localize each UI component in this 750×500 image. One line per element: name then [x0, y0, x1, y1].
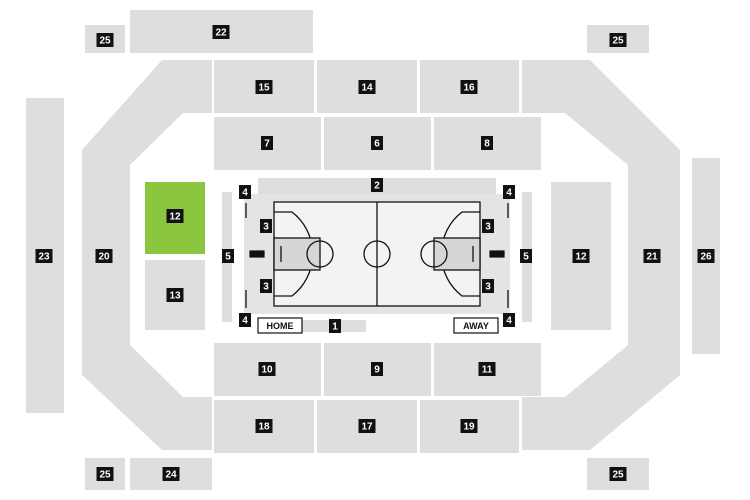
- section-number: 14: [361, 83, 373, 94]
- free-throw-circle-left: [306, 240, 334, 268]
- section-label-s5b: 5: [520, 249, 532, 263]
- section-number: 1: [332, 322, 338, 333]
- basketball-court: [244, 194, 510, 314]
- home-bench-label: HOME: [267, 321, 294, 331]
- section-label-s25d: 25: [609, 467, 627, 481]
- section-21[interactable]: [522, 60, 680, 450]
- section-label-s2: 2: [371, 178, 383, 192]
- section-label-s7: 7: [261, 136, 273, 150]
- section-label-s3b: 3: [260, 279, 272, 293]
- section-label-s19: 19: [460, 419, 478, 433]
- baseline-marker-left: [249, 250, 265, 258]
- section-number: 4: [242, 188, 248, 199]
- section-label-s3c: 3: [482, 219, 494, 233]
- section-number: 7: [264, 139, 270, 150]
- section-label-s3a: 3: [260, 219, 272, 233]
- section-label-s20: 20: [95, 249, 113, 263]
- section-number: 9: [374, 365, 380, 376]
- section-label-s24: 24: [162, 467, 180, 481]
- section-label-s5a: 5: [222, 249, 234, 263]
- section-number: 13: [169, 291, 181, 302]
- section-number: 16: [463, 83, 475, 94]
- section-number: 2: [374, 181, 380, 192]
- section-20[interactable]: [82, 60, 212, 450]
- section-label-s17: 17: [358, 419, 376, 433]
- section-number: 3: [485, 282, 491, 293]
- center-circle: [363, 240, 391, 268]
- section-label-s21: 21: [643, 249, 661, 263]
- section-number: 5: [523, 252, 529, 263]
- section-label-s15: 15: [255, 80, 273, 94]
- section-label-s12a: 12: [166, 209, 184, 223]
- section-label-s8: 8: [481, 136, 493, 150]
- section-number: 25: [99, 470, 111, 481]
- section-number: 12: [575, 252, 587, 263]
- section-label-s25b: 25: [609, 33, 627, 47]
- section-label-s9: 9: [371, 362, 383, 376]
- section-label-s4a: 4: [239, 185, 251, 199]
- section-number: 25: [99, 36, 111, 47]
- free-throw-circle-right: [420, 240, 448, 268]
- baseline-marker-right: [489, 250, 505, 258]
- section-number: 6: [374, 139, 380, 150]
- section-label-s3d: 3: [482, 279, 494, 293]
- section-label-s18: 18: [255, 419, 273, 433]
- section-number: 4: [506, 188, 512, 199]
- section-number: 5: [225, 252, 231, 263]
- section-number: 23: [38, 252, 50, 263]
- section-label-s4b: 4: [239, 313, 251, 327]
- section-number: 8: [484, 139, 490, 150]
- section-label-s12b: 12: [572, 249, 590, 263]
- section-label-s11: 11: [478, 362, 496, 376]
- section-number: 4: [242, 316, 248, 327]
- away-bench-label: AWAY: [463, 321, 489, 331]
- away-bench: AWAY: [453, 317, 499, 334]
- section-label-s23: 23: [35, 249, 53, 263]
- section-label-s25c: 25: [96, 467, 114, 481]
- section-number: 25: [612, 470, 624, 481]
- section-number: 3: [263, 282, 269, 293]
- section-label-s14: 14: [358, 80, 376, 94]
- section-number: 11: [482, 365, 493, 376]
- section-label-s26: 26: [697, 249, 715, 263]
- section-label-s22: 22: [212, 25, 230, 39]
- section-number: 26: [700, 252, 712, 263]
- section-number: 3: [263, 222, 269, 233]
- section-number: 12: [169, 212, 181, 223]
- section-number: 25: [612, 36, 624, 47]
- section-label-s13: 13: [166, 288, 184, 302]
- section-number: 18: [258, 422, 270, 433]
- section-label-s4c: 4: [503, 185, 515, 199]
- section-label-s4d: 4: [503, 313, 515, 327]
- section-number: 24: [165, 470, 177, 481]
- section-number: 3: [485, 222, 491, 233]
- section-label-s1: 1: [329, 319, 341, 333]
- section-number: 19: [463, 422, 475, 433]
- section-number: 15: [258, 83, 270, 94]
- section-number: 22: [215, 28, 227, 39]
- section-label-s6: 6: [371, 136, 383, 150]
- home-bench: HOME: [257, 317, 303, 334]
- section-number: 10: [261, 365, 273, 376]
- section-number: 17: [361, 422, 373, 433]
- section-number: 20: [98, 252, 110, 263]
- section-label-s16: 16: [460, 80, 478, 94]
- section-number: 4: [506, 316, 512, 327]
- section-number: 21: [646, 252, 658, 263]
- section-label-s10: 10: [258, 362, 276, 376]
- section-label-s25a: 25: [96, 33, 114, 47]
